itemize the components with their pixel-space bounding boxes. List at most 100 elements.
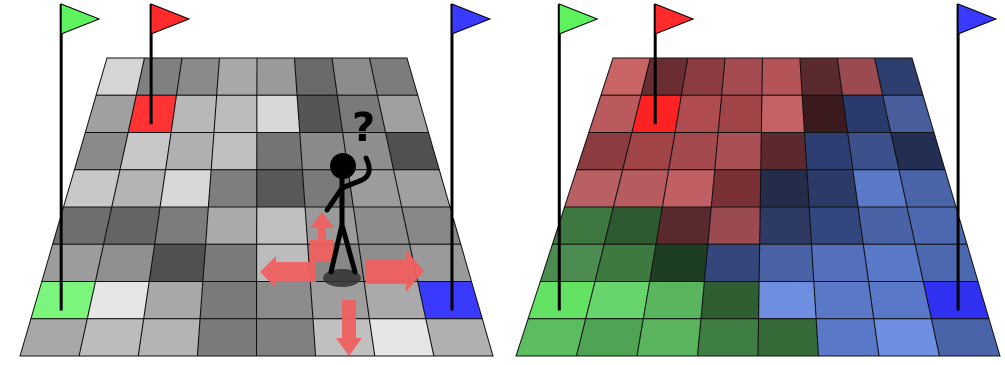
grid-cell bbox=[104, 207, 161, 244]
grid-cell bbox=[353, 207, 409, 244]
grid-cell bbox=[136, 58, 182, 95]
grid-cell bbox=[370, 58, 418, 95]
grid-cell bbox=[669, 133, 719, 170]
grid-cell bbox=[650, 244, 708, 281]
right-board-tiles bbox=[516, 58, 1000, 356]
grid-cell bbox=[891, 133, 945, 170]
grid-cell bbox=[809, 207, 863, 244]
grid-cell bbox=[540, 244, 604, 281]
flag-banner bbox=[61, 4, 99, 34]
grid-cell bbox=[623, 133, 675, 170]
flag-banner bbox=[151, 4, 189, 34]
grid-cell bbox=[715, 133, 762, 170]
grid-cell bbox=[552, 207, 613, 244]
grid-cell bbox=[257, 170, 305, 207]
grid-cell bbox=[257, 58, 297, 95]
flag-banner bbox=[559, 4, 597, 34]
grid-cell bbox=[203, 244, 257, 281]
grid-cell bbox=[760, 207, 812, 244]
grid-cell bbox=[711, 170, 761, 207]
grid-cell bbox=[604, 207, 662, 244]
grid-cell bbox=[85, 95, 136, 132]
grid-cell bbox=[708, 207, 760, 244]
grid-cell bbox=[760, 170, 809, 207]
stick-figure-head bbox=[330, 153, 356, 179]
grid-cell bbox=[643, 282, 704, 319]
grid-cell bbox=[364, 282, 426, 319]
grid-cell bbox=[295, 58, 338, 95]
grid-cell bbox=[297, 95, 343, 132]
grid-cell bbox=[257, 207, 308, 244]
grid-cell bbox=[197, 319, 256, 356]
grid-cell bbox=[805, 133, 853, 170]
grid-cell bbox=[675, 95, 722, 132]
grid-cell bbox=[96, 244, 155, 281]
grid-cell bbox=[74, 133, 128, 170]
grid-cell bbox=[701, 282, 759, 319]
grid-cell bbox=[120, 133, 171, 170]
grid-cell bbox=[565, 170, 623, 207]
grid-cell bbox=[42, 244, 104, 281]
grid-cell bbox=[149, 244, 206, 281]
grid-cell bbox=[915, 244, 978, 281]
grid-cell bbox=[722, 58, 763, 95]
grid-cell bbox=[761, 133, 807, 170]
grid-cell bbox=[863, 244, 923, 281]
grid-cell bbox=[758, 319, 819, 356]
grid-cell bbox=[348, 170, 402, 207]
grid-cell bbox=[883, 95, 934, 132]
grid-cell bbox=[899, 170, 956, 207]
grid-cell bbox=[171, 95, 217, 132]
grid-cell bbox=[369, 319, 434, 356]
grid-cell bbox=[681, 58, 725, 95]
grid-cell bbox=[138, 319, 200, 356]
grid-cell bbox=[759, 244, 814, 281]
grid-cell bbox=[595, 244, 656, 281]
right-gridworld bbox=[516, 4, 1000, 356]
grid-cell bbox=[704, 244, 759, 281]
grid-cell bbox=[761, 95, 804, 132]
grid-cell bbox=[874, 319, 940, 356]
grid-cell bbox=[177, 58, 220, 95]
question-mark: ? bbox=[352, 105, 375, 151]
grid-cell bbox=[394, 170, 450, 207]
grid-cell bbox=[144, 282, 203, 319]
grid-cell bbox=[802, 95, 848, 132]
grid-cell bbox=[858, 207, 915, 244]
grid-cell bbox=[166, 133, 214, 170]
grid-cell bbox=[257, 319, 316, 356]
grid-cell bbox=[812, 244, 869, 281]
grid-cell bbox=[257, 282, 313, 319]
grid-cell bbox=[853, 170, 907, 207]
grid-cell bbox=[656, 207, 711, 244]
grid-cell bbox=[257, 95, 300, 132]
grid-cell bbox=[211, 133, 257, 170]
grid-cell bbox=[206, 207, 257, 244]
grid-cell bbox=[79, 319, 144, 356]
grid-cell bbox=[875, 58, 923, 95]
grid-cell bbox=[310, 282, 369, 319]
grid-cell bbox=[257, 133, 303, 170]
left-board-tiles bbox=[20, 58, 493, 356]
grid-cell bbox=[200, 282, 257, 319]
grid-cell bbox=[762, 58, 802, 95]
grid-cell bbox=[923, 282, 989, 319]
left-gridworld: ? bbox=[20, 4, 493, 356]
grid-cell bbox=[807, 170, 858, 207]
grid-cell bbox=[160, 170, 211, 207]
grid-cell bbox=[698, 319, 759, 356]
grid-cell bbox=[759, 282, 817, 319]
grid-cell bbox=[20, 319, 87, 356]
grid-cell bbox=[208, 170, 256, 207]
grid-cell bbox=[662, 170, 714, 207]
grid-cell bbox=[848, 133, 899, 170]
grid-cell bbox=[613, 170, 668, 207]
grid-cell bbox=[155, 207, 209, 244]
grid-cell bbox=[816, 319, 879, 356]
grid-cell bbox=[112, 170, 166, 207]
grid-cell bbox=[869, 282, 932, 319]
grid-cell bbox=[814, 282, 874, 319]
grid-cell bbox=[637, 319, 701, 356]
grid-cell bbox=[87, 282, 149, 319]
